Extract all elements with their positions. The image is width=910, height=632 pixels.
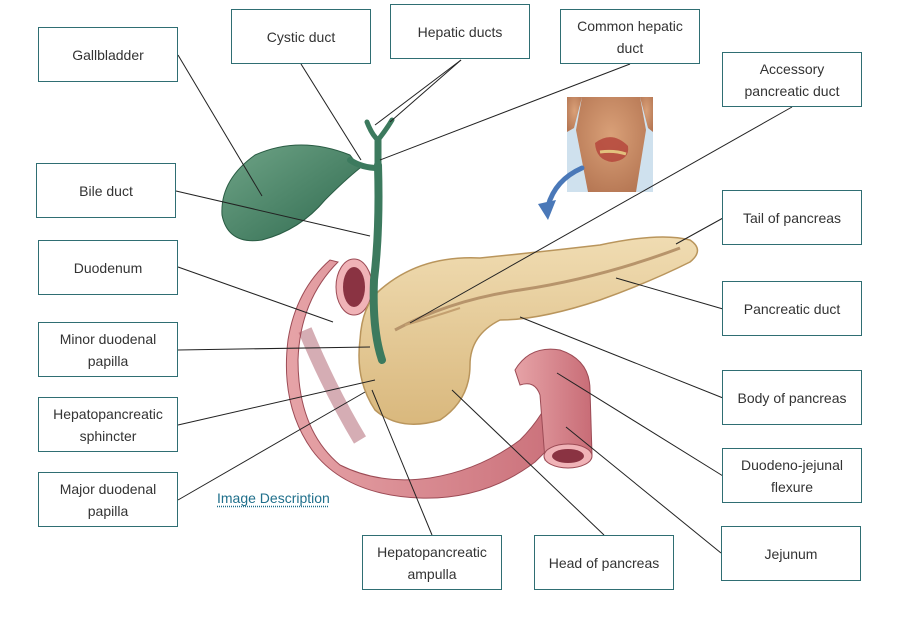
label-pancreatic-duct[interactable]: Pancreatic duct: [722, 281, 862, 336]
body-inset-image: [567, 97, 653, 192]
label-hepatopancreatic-sphincter[interactable]: Hepatopancreatic sphincter: [38, 397, 178, 452]
label-cystic-duct[interactable]: Cystic duct: [231, 9, 371, 64]
label-duodeno-jejunal-flexure[interactable]: Duodeno-jejunal flexure: [722, 448, 862, 503]
label-minor-duodenal-papilla[interactable]: Minor duodenal papilla: [38, 322, 178, 377]
pancreas-shape: [358, 236, 699, 425]
bile-duct-system: [347, 117, 395, 364]
label-tail-of-pancreas[interactable]: Tail of pancreas: [722, 190, 862, 245]
label-accessory-pancreatic-duct[interactable]: Accessory pancreatic duct: [722, 52, 862, 107]
label-bile-duct[interactable]: Bile duct: [36, 163, 176, 218]
image-description-link[interactable]: Image Description: [217, 490, 330, 506]
label-duodenum[interactable]: Duodenum: [38, 240, 178, 295]
label-body-of-pancreas[interactable]: Body of pancreas: [722, 370, 862, 425]
label-jejunum[interactable]: Jejunum: [721, 526, 861, 581]
label-common-hepatic-duct[interactable]: Common hepatic duct: [560, 9, 700, 64]
inset-arrow-icon: [538, 165, 585, 220]
label-major-duodenal-papilla[interactable]: Major duodenal papilla: [38, 472, 178, 527]
leader-lines: [175, 54, 793, 554]
label-gallbladder[interactable]: Gallbladder: [38, 27, 178, 82]
gallbladder-shape: [221, 144, 361, 242]
label-hepatopancreatic-ampulla[interactable]: Hepatopancreatic ampulla: [362, 535, 502, 590]
label-head-of-pancreas[interactable]: Head of pancreas: [534, 535, 674, 590]
label-hepatic-ducts[interactable]: Hepatic ducts: [390, 4, 530, 59]
